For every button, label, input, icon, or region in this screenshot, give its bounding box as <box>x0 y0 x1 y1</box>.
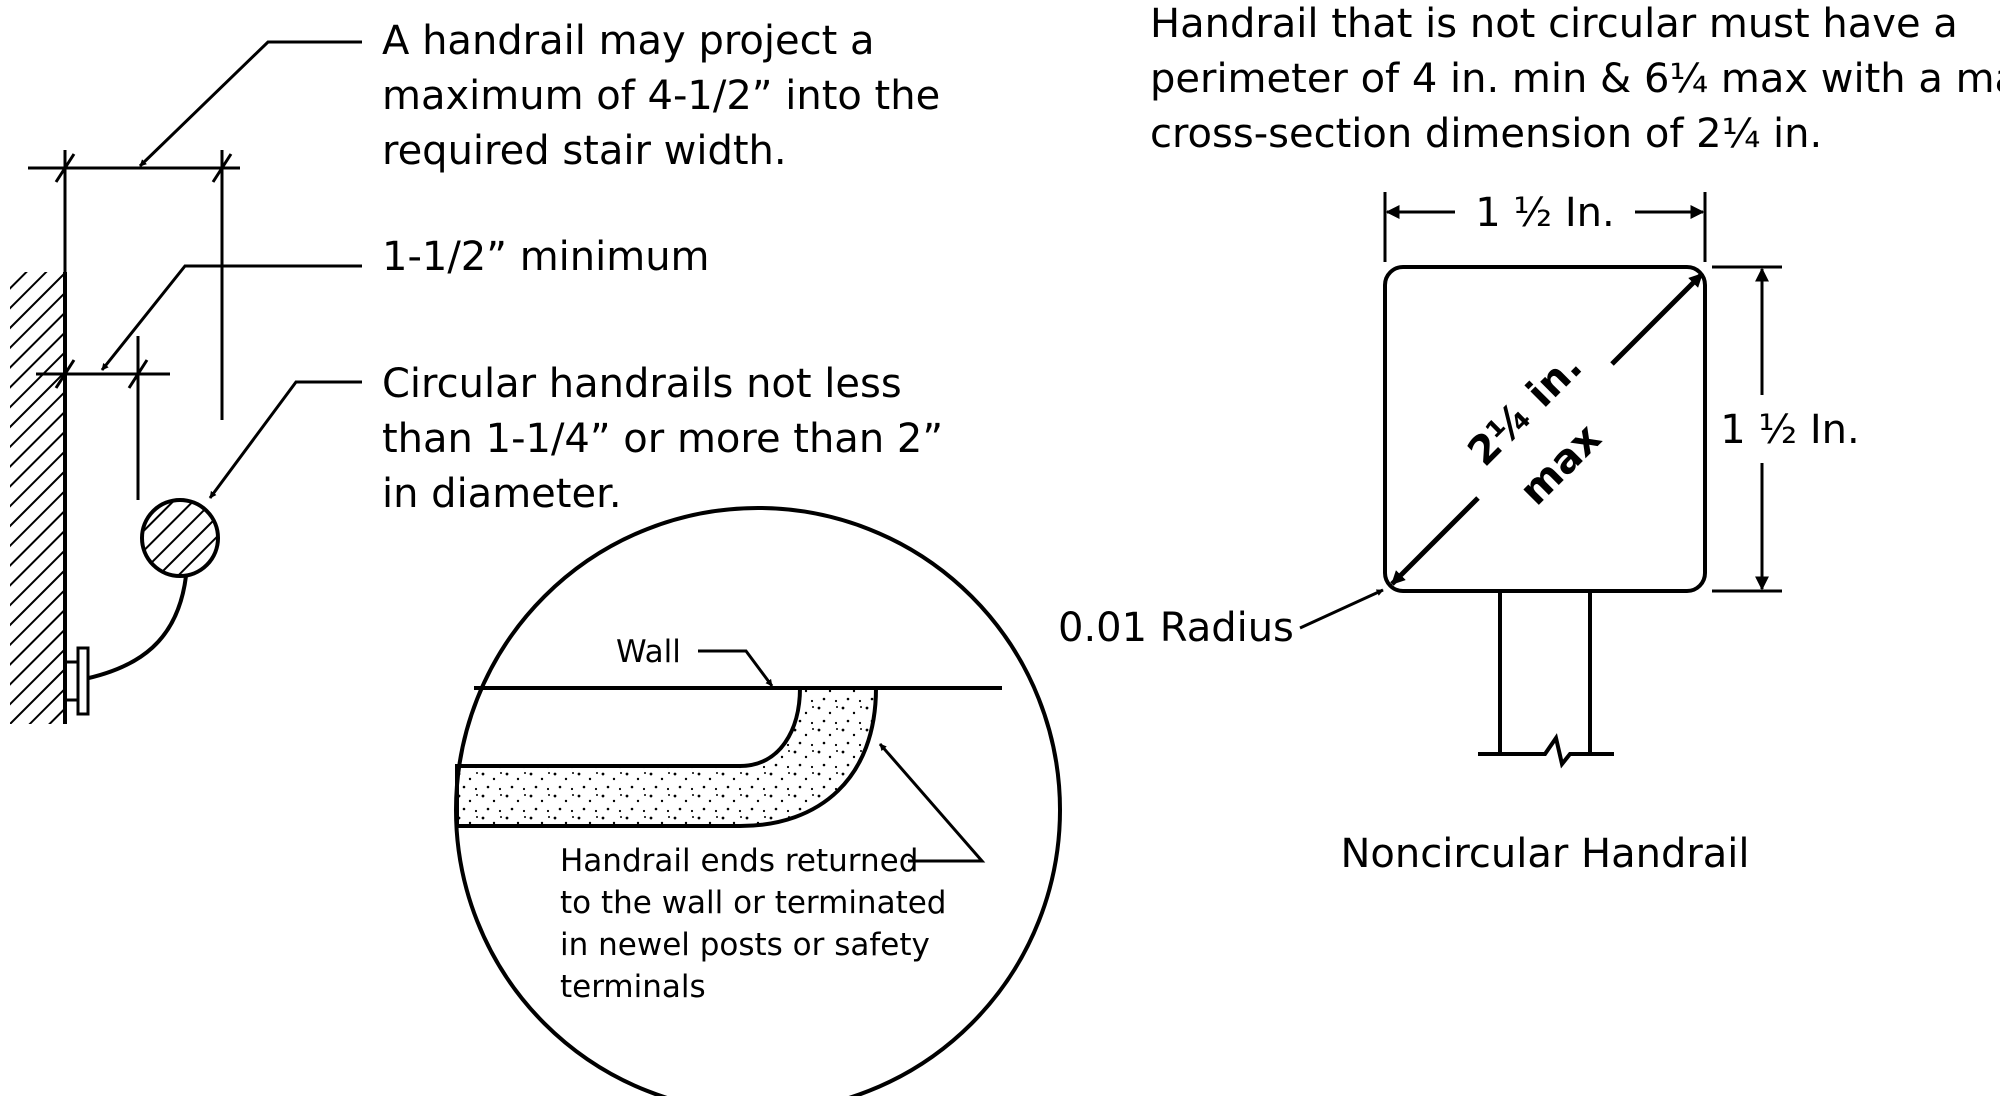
circular-leader <box>208 380 362 499</box>
support-post <box>1478 591 1614 769</box>
width-dimension <box>1383 192 1707 262</box>
radius-leader <box>1299 588 1384 630</box>
clearance-dimension <box>36 336 170 500</box>
detail-circle <box>454 506 1062 1096</box>
noncircular-requirement: Handrail that is not circular must have … <box>1150 1 2000 157</box>
projection-dimension <box>28 150 240 420</box>
radius-label: 0.01 Radius <box>1058 605 1294 651</box>
wall-section <box>10 272 67 724</box>
return-note: Handrail ends returned to the wall or te… <box>560 843 956 1005</box>
clearance-note: 1-1/2” minimum <box>382 234 710 280</box>
circular-handrail <box>65 498 220 716</box>
projection-note: A handrail may project a maximum of 4-1/… <box>382 18 953 174</box>
diagonal-dimension <box>1390 272 1704 586</box>
width-label: 1 ½ In. <box>1475 190 1615 236</box>
return-leader <box>878 743 986 863</box>
circular-note: Circular handrails not less than 1-1/4” … <box>382 361 956 517</box>
projection-leader <box>138 40 362 168</box>
wall-label: Wall <box>616 634 681 670</box>
height-label: 1 ½ In. <box>1720 407 1860 453</box>
wall-leader <box>698 649 774 687</box>
height-dimension <box>1712 265 1782 593</box>
clearance-leader <box>100 264 362 371</box>
noncircular-caption: Noncircular Handrail <box>1340 831 1749 877</box>
handrail-return <box>455 686 879 828</box>
